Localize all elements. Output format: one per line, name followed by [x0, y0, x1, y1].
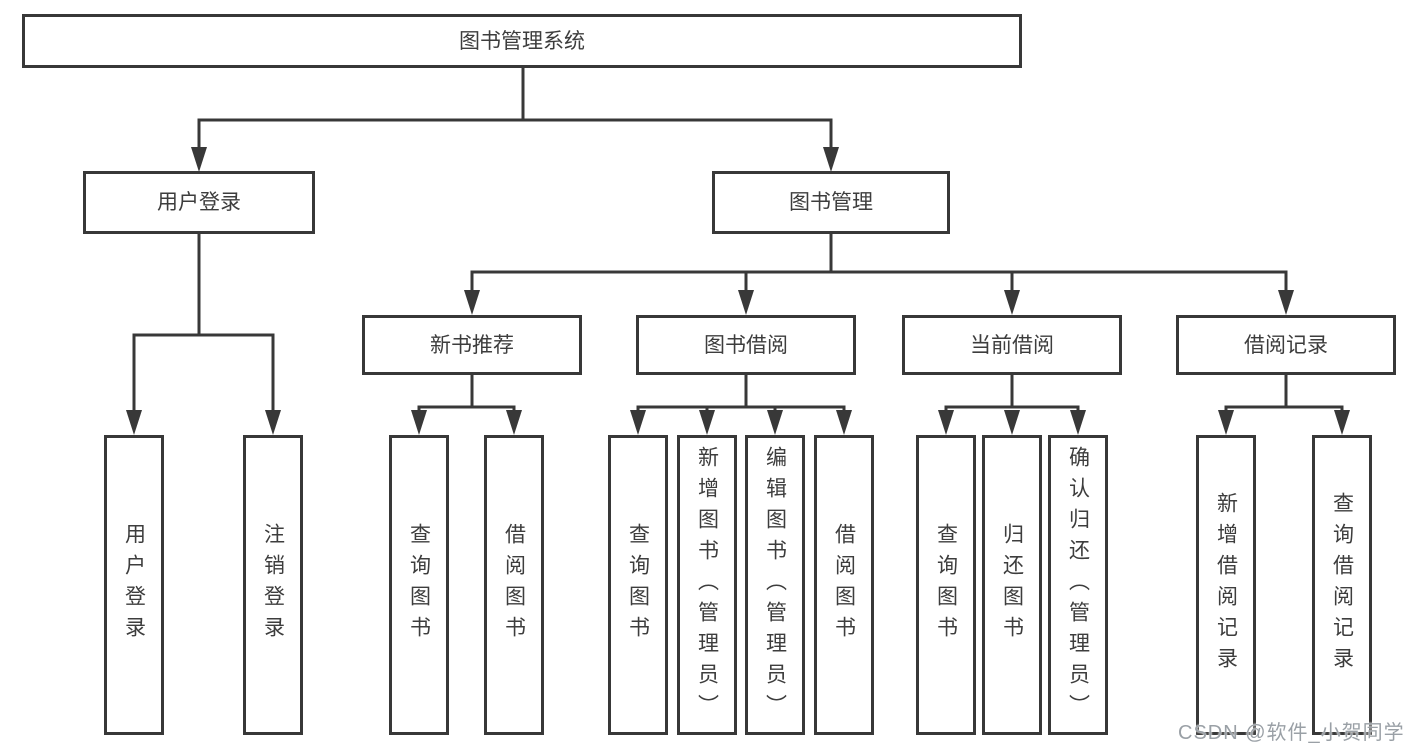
node-book-management: 图书管理	[712, 171, 950, 234]
watermark: CSDN @软件_小贺同学	[1178, 722, 1405, 744]
node-current-borrow: 当前借阅	[902, 315, 1122, 375]
leaf-return-book: 归还图书	[982, 435, 1042, 735]
leaf-confirm-return-admin: 确认归还（管理员）	[1048, 435, 1108, 735]
leaf-query-book-current: 查询图书	[916, 435, 976, 735]
leaf-borrow-book-recommend: 借阅图书	[484, 435, 544, 735]
node-user-login: 用户登录	[83, 171, 315, 234]
leaf-query-book-recommend: 查询图书	[389, 435, 449, 735]
leaf-user-login: 用户登录	[104, 435, 164, 735]
node-book-borrow: 图书借阅	[636, 315, 856, 375]
node-new-book-recommend: 新书推荐	[362, 315, 582, 375]
leaf-query-book-borrow: 查询图书	[608, 435, 668, 735]
node-library-management-system: 图书管理系统	[22, 14, 1022, 68]
leaf-borrow-book: 借阅图书	[814, 435, 874, 735]
leaf-logout: 注销登录	[243, 435, 303, 735]
leaf-edit-book-admin: 编辑图书（管理员）	[745, 435, 805, 735]
leaf-add-book-admin: 新增图书（管理员）	[677, 435, 737, 735]
node-borrow-records: 借阅记录	[1176, 315, 1396, 375]
leaf-query-borrow-record: 查询借阅记录	[1312, 435, 1372, 735]
leaf-add-borrow-record: 新增借阅记录	[1196, 435, 1256, 735]
